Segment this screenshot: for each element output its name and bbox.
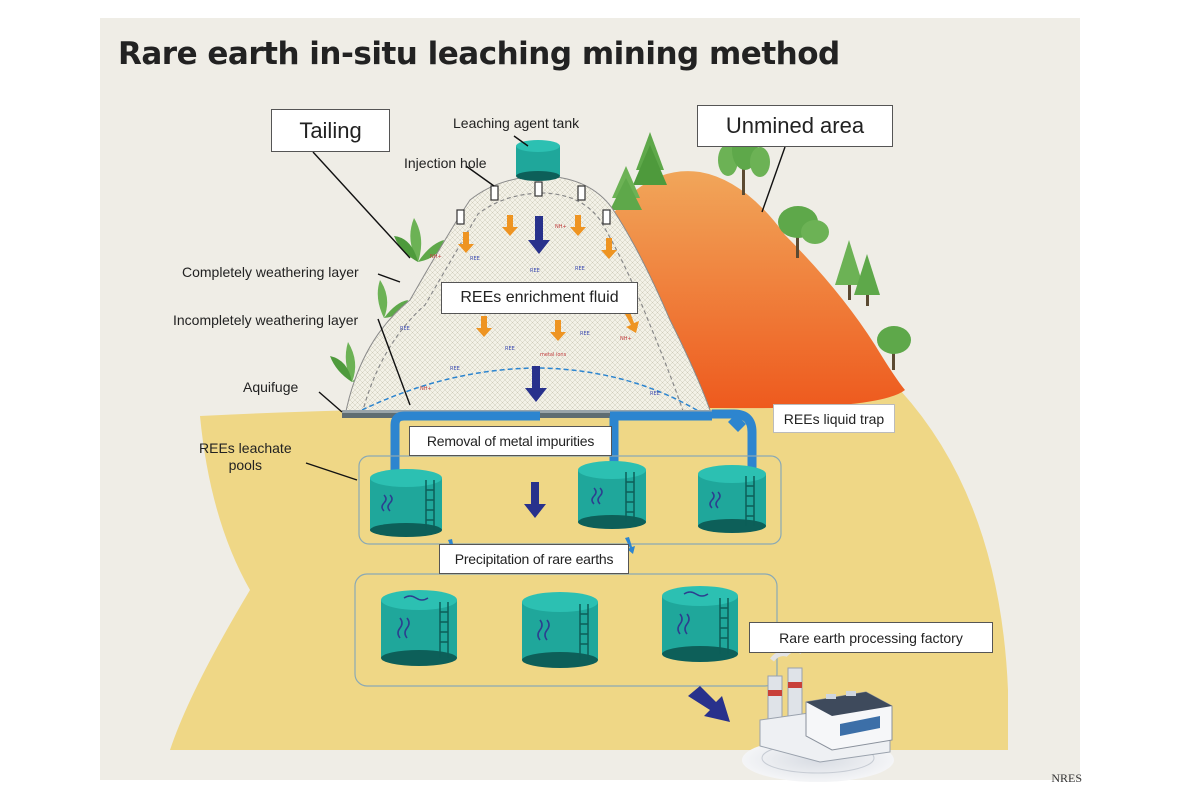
completely-weathering-layer-label: Completely weathering layer [182, 264, 359, 280]
metal-impurities-label-box: Removal of metal impurities [409, 426, 612, 456]
leachate-pools-label: REEs leachate pools [199, 440, 292, 474]
svg-text:NH+: NH+ [420, 386, 432, 392]
liquid-trap-label-box: REEs liquid trap [773, 404, 895, 433]
leader-lines [305, 135, 786, 481]
tree-icon [394, 218, 444, 262]
weathering-boundary [361, 192, 685, 415]
leachate-pools-line-1: REEs leachate [199, 440, 292, 456]
factory-icon [742, 646, 894, 782]
tank-icon [662, 586, 738, 662]
unmined-hill [612, 171, 905, 409]
tree-icon [778, 206, 829, 258]
diagram-title: Rare earth in-situ leaching mining metho… [118, 36, 840, 72]
tree-icon [877, 326, 911, 370]
svg-text:REE: REE [575, 266, 585, 272]
mineral-marks: REE REE REE REE REE REE REE REE NH+ NH+ NH+ met… [400, 224, 660, 397]
svg-text:REE: REE [530, 268, 540, 274]
factory-label-box: Rare earth processing factory [749, 622, 993, 653]
tree-icon [377, 280, 408, 318]
tank-icon [578, 461, 646, 529]
arrow-icon [688, 686, 730, 722]
svg-text:REE: REE [505, 346, 515, 352]
tank-icon [698, 465, 766, 533]
arrow-icon [458, 215, 639, 341]
source-credit: NRES [1051, 771, 1082, 785]
tank-icon [381, 590, 457, 666]
svg-text:REE: REE [650, 391, 660, 397]
unmined-area-label-box: Unmined area [697, 105, 893, 147]
tank-icon [522, 592, 598, 668]
arrow-icon [524, 216, 550, 518]
enrichment-fluid-label-box: REEs enrichment fluid [441, 282, 638, 314]
incompletely-weathering-layer-label: Incompletely weathering layer [173, 312, 359, 328]
tree-icon [610, 166, 642, 210]
tree-icon [835, 240, 880, 306]
leachate-pools-line-2: pools [228, 457, 263, 473]
svg-text:REE: REE [580, 331, 590, 337]
svg-text:metal ions: metal ions [540, 352, 567, 358]
leaching-agent-tank-label: Leaching agent tank [453, 115, 580, 131]
svg-text:NH+: NH+ [430, 254, 442, 260]
tailing-label-box: Tailing [271, 109, 390, 152]
injection-hole-label: Injection hole [404, 155, 487, 171]
aquifuge-label: Aquifuge [243, 379, 299, 395]
pipe-icon [728, 414, 746, 432]
pipe-icon [390, 409, 757, 488]
svg-text:NH+: NH+ [555, 224, 567, 230]
precipitation-label-box: Precipitation of rare earths [439, 544, 629, 574]
pipe-icon [456, 181, 611, 225]
svg-text:NH+: NH+ [620, 336, 632, 342]
svg-text:REE: REE [400, 326, 410, 332]
svg-text:REE: REE [470, 256, 480, 262]
tank-icon [370, 469, 442, 537]
tree-icon [633, 132, 667, 185]
svg-text:REE: REE [450, 366, 460, 372]
tank-icon [516, 140, 560, 181]
